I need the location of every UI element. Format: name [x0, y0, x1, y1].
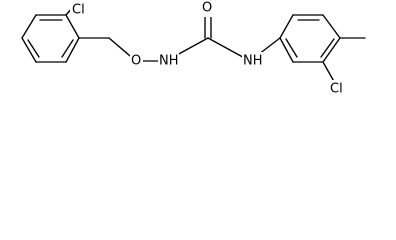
o-carbonyl-bg — [200, 0, 214, 17]
o-ether-bg — [130, 52, 143, 69]
atom-cl-right: Cl — [330, 82, 343, 97]
cl-right-bg — [328, 80, 350, 97]
nh-right-bg — [242, 52, 263, 69]
bond-ring-right-3 — [322, 14, 341, 39]
atom-nh-left: NH — [159, 54, 179, 69]
chemical-structure: Cl O NH O NH Cl — [21, 0, 366, 97]
bond-lines — [21, 7, 366, 86]
bond-ring-right-double-3 — [285, 38, 298, 58]
bond-ring-left-6 — [21, 14, 37, 39]
nh-left-bg — [158, 52, 179, 69]
atom-labels: Cl O NH O NH Cl — [70, 0, 350, 97]
bond-ring-left-3 — [65, 37, 80, 63]
cl-left-bg — [70, 1, 92, 17]
atom-o-ether: O — [131, 54, 141, 69]
bond-ring-left-2 — [65, 14, 80, 39]
bond-ring-left-double-3 — [27, 39, 40, 58]
bond-ring-left-double-2 — [61, 39, 74, 58]
bond-ring-right-4 — [322, 37, 341, 63]
atom-nh-right: NH — [243, 54, 263, 69]
bond-ring-right-6 — [279, 37, 294, 63]
atom-o-carbonyl: O — [202, 1, 212, 16]
atom-cl-left: Cl — [72, 3, 85, 18]
bond-ring-right-double-2 — [320, 38, 335, 58]
bond-ring-right-1 — [279, 14, 294, 39]
bond-ring-left-5 — [21, 37, 37, 63]
